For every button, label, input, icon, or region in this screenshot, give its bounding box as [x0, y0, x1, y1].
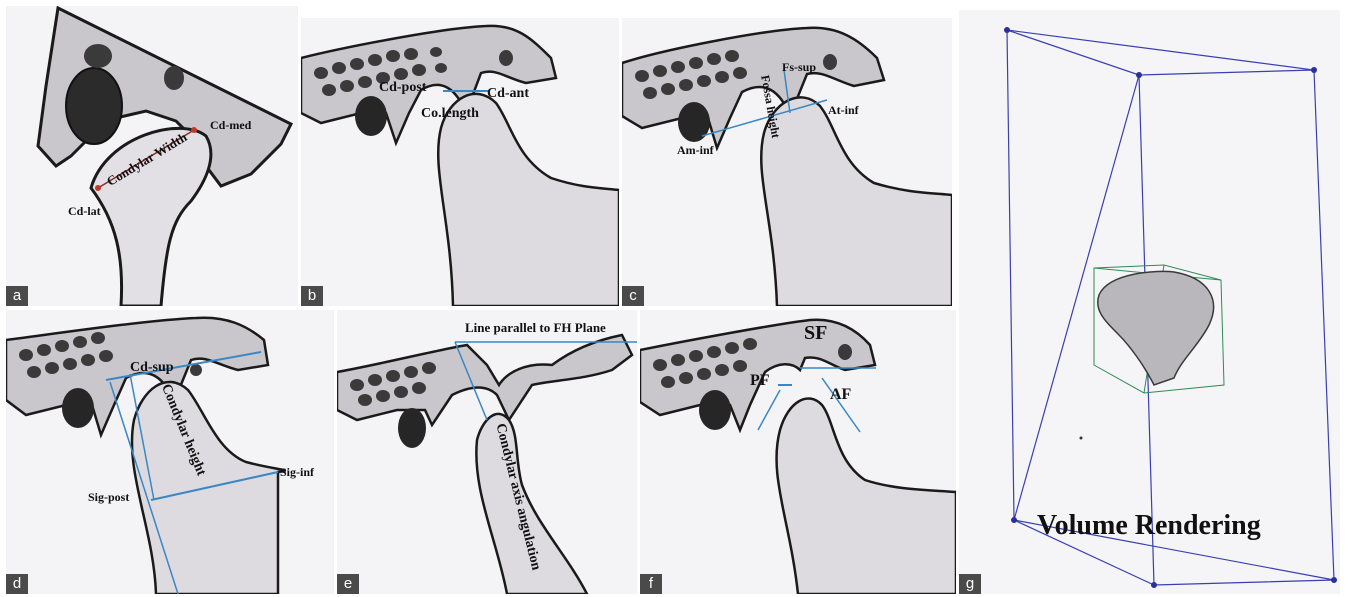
- panel-tag-c: c: [622, 286, 644, 306]
- label-fh-line: Line parallel to FH Plane: [465, 320, 606, 336]
- label-cd-post: Cd-post: [379, 80, 426, 96]
- label-sf: SF: [804, 322, 827, 345]
- cd-med-point: [191, 127, 197, 133]
- condyle-volume: [1098, 271, 1214, 385]
- label-co-length: Co.length: [421, 106, 479, 122]
- air-cell-large: [699, 390, 731, 430]
- label-sig-inf: Sig-inf: [280, 465, 314, 480]
- label-fs-sup: Fs-sup: [782, 60, 816, 75]
- air-cell-large: [398, 408, 426, 448]
- panel-g: Volume Rendering g: [959, 10, 1340, 594]
- condyle: [776, 398, 956, 594]
- panel-tag-b: b: [301, 286, 323, 306]
- pf-line: [758, 390, 780, 430]
- label-cd-ant: Cd-ant: [487, 86, 529, 102]
- air-cell-small: [164, 66, 184, 90]
- air-cell-small: [84, 44, 112, 68]
- label-am-inf: Am-inf: [677, 143, 714, 158]
- condyle: [761, 97, 952, 306]
- air-cell-large: [66, 68, 122, 144]
- label-at-inf: At-inf: [828, 103, 859, 118]
- panel-tag-e: e: [337, 574, 359, 594]
- panel-f-drawing: [640, 310, 956, 594]
- air-cell-large: [678, 102, 710, 142]
- label-cd-lat: Cd-lat: [68, 204, 101, 219]
- label-af: AF: [830, 386, 851, 404]
- panel-b-drawing: [301, 18, 619, 306]
- panel-f: SF PF AF f: [640, 310, 956, 594]
- panel-g-drawing: [959, 10, 1340, 594]
- label-cd-med: Cd-med: [210, 118, 251, 133]
- panel-e: Line parallel to FH Plane Condylar axis …: [337, 310, 637, 594]
- panel-d-drawing: [6, 310, 334, 594]
- panel-b: Cd-post Cd-ant Co.length b: [301, 18, 619, 306]
- label-cd-sup: Cd-sup: [130, 360, 174, 376]
- panel-e-drawing: [337, 310, 637, 594]
- panel-a: Cd-med Cd-lat Condylar Width a: [6, 6, 298, 306]
- label-pf: PF: [750, 372, 770, 390]
- air-cell-large: [62, 388, 94, 428]
- panel-d: Cd-sup Condylar height Sig-inf Sig-post …: [6, 310, 334, 594]
- label-sig-post: Sig-post: [88, 490, 129, 505]
- panel-tag-f: f: [640, 574, 662, 594]
- panel-tag-a: a: [6, 286, 28, 306]
- panel-tag-g: g: [959, 574, 981, 594]
- panel-tag-d: d: [6, 574, 28, 594]
- cd-lat-point: [95, 185, 101, 191]
- condyle: [438, 94, 619, 306]
- air-cell-large: [355, 96, 387, 136]
- panel-c: Fs-sup Fossa height At-inf Am-inf c: [622, 18, 952, 306]
- label-volume-rendering: Volume Rendering: [1037, 510, 1261, 542]
